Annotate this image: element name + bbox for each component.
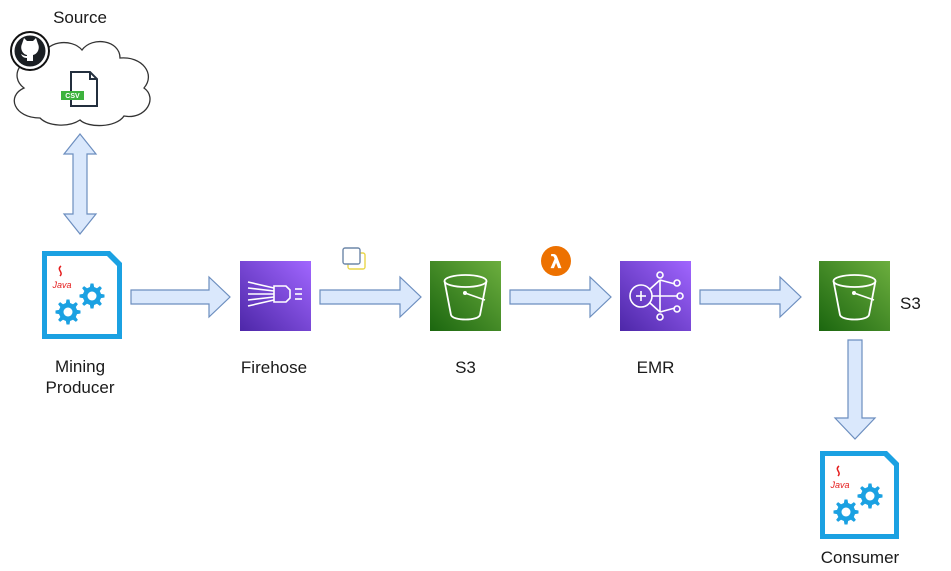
- firehose-label: Firehose: [240, 358, 308, 377]
- arrow-emr-to-s3: [699, 275, 802, 319]
- s3-label-2: S3: [900, 294, 921, 313]
- lambda-glyph: λ: [550, 251, 562, 273]
- data-stream-icon: [342, 247, 366, 270]
- csv-file-icon: CSV: [61, 71, 98, 107]
- arrow-firehose-to-s3: [319, 275, 422, 319]
- s3-label-1: S3: [455, 358, 476, 377]
- mining-producer-label-line1: Mining: [54, 357, 106, 376]
- arrow-s3-to-emr: [509, 275, 612, 319]
- source-label: Source: [53, 8, 107, 27]
- java-badge-text: Java: [51, 280, 71, 290]
- arrow-producer-to-firehose: [130, 275, 231, 319]
- java-badge-text: Java: [829, 480, 849, 490]
- emr-icon: [620, 261, 691, 331]
- mining-producer-label-line2: Producer: [45, 378, 115, 397]
- s3-bucket-icon-1: [430, 261, 501, 331]
- github-icon: [10, 31, 50, 71]
- firehose-icon: [240, 261, 311, 331]
- arrow-s3-to-consumer: [833, 339, 877, 440]
- consumer-label: Consumer: [820, 548, 900, 567]
- bidirectional-arrow: [62, 133, 98, 235]
- mining-producer-label: Mining Producer: [30, 356, 130, 398]
- emr-label: EMR: [636, 358, 675, 377]
- consumer-icon: Java: [820, 451, 899, 539]
- mining-producer-icon: Java: [42, 251, 122, 339]
- csv-badge-text: CSV: [65, 93, 80, 100]
- s3-bucket-icon-2: [819, 261, 890, 331]
- lambda-icon: λ: [541, 246, 571, 276]
